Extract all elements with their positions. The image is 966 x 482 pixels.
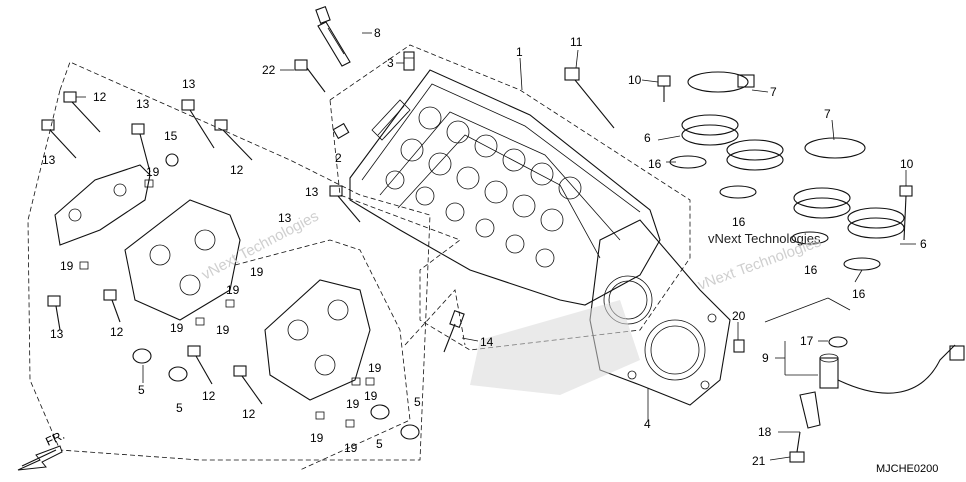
callout-16-a: 16 <box>648 157 662 171</box>
callout-3: 3 <box>387 56 394 70</box>
bolt-12-c <box>103 289 121 323</box>
callout-17: 17 <box>800 334 814 348</box>
bolt-13-b <box>131 123 151 173</box>
bolt-12-d <box>187 345 213 385</box>
sensor-group-line-2 <box>827 297 851 311</box>
sensor-group-line <box>764 297 829 323</box>
callout-19-d: 19 <box>226 283 240 297</box>
callout-10-lower: 10 <box>900 157 914 171</box>
seals-5 <box>132 348 420 440</box>
rocker-group-boundary <box>27 61 431 461</box>
callout-6-lower: 6 <box>920 237 927 251</box>
bolt-22 <box>294 59 326 93</box>
callout-19-b: 19 <box>60 259 74 273</box>
callout-19-f: 19 <box>368 361 382 375</box>
callout-19-h: 19 <box>310 431 324 445</box>
callout-12-e: 12 <box>242 407 256 421</box>
callout-19-g: 19 <box>346 397 360 411</box>
callout-8: 8 <box>374 26 381 40</box>
callout-19-e2: 19 <box>216 323 230 337</box>
callout-4: 4 <box>644 417 651 431</box>
insulator-upper <box>669 71 784 199</box>
bolt-13-d <box>329 185 361 223</box>
dowel-2 <box>332 122 350 140</box>
callout-13-b: 13 <box>136 97 150 111</box>
callout-13-f: 13 <box>50 327 64 341</box>
dowel-3 <box>403 51 415 71</box>
callout-16-b: 16 <box>732 215 746 229</box>
head-gasket <box>470 219 731 406</box>
pins-19 <box>79 179 375 428</box>
bolt-10-upper <box>657 75 671 102</box>
dowel-15 <box>165 153 179 167</box>
bolt-13-c <box>181 99 215 149</box>
callout-12-d: 12 <box>202 389 216 403</box>
bolt-11 <box>564 67 615 129</box>
callout-13-e: 13 <box>278 211 292 225</box>
callout-5-b: 5 <box>176 401 183 415</box>
callout-7-upper: 7 <box>770 85 777 99</box>
leader-lines <box>76 32 916 461</box>
callout-7-lower: 7 <box>824 107 831 121</box>
plug-20 <box>733 339 745 353</box>
callout-20: 20 <box>732 309 746 323</box>
stud-14 <box>443 310 465 353</box>
callout-5-a: 5 <box>138 383 145 397</box>
callout-21: 21 <box>752 454 766 468</box>
callout-5-c: 5 <box>414 395 421 409</box>
watermark-right: vNext Technologies <box>708 231 821 246</box>
callout-9: 9 <box>762 351 769 365</box>
bolt-13-a <box>41 119 77 159</box>
callout-22: 22 <box>262 63 276 77</box>
callout-6-upper: 6 <box>644 131 651 145</box>
spark-plug <box>315 6 351 67</box>
callout-14: 14 <box>480 335 494 349</box>
bolt-13-e <box>47 295 61 331</box>
callout-13-c: 13 <box>42 153 56 167</box>
callout-2: 2 <box>335 151 342 165</box>
callout-16-d: 16 <box>852 287 866 301</box>
callout-12-b: 12 <box>230 163 244 177</box>
diagram-reference-code: MJCHE0200 <box>876 463 938 475</box>
rocker-holder-lower <box>264 279 371 401</box>
callout-5-d: 5 <box>376 437 383 451</box>
lower-rocker-boundary <box>234 239 411 471</box>
front-direction-label: FR. <box>43 428 66 449</box>
callout-18: 18 <box>758 425 772 439</box>
cam-sensor <box>789 336 965 463</box>
callout-13-a: 13 <box>182 77 196 91</box>
front-direction-arrow-icon <box>17 445 63 471</box>
camshaft-bores <box>385 106 582 268</box>
callout-19-c: 19 <box>250 265 264 279</box>
callout-19-a: 19 <box>146 165 160 179</box>
callout-19-g2: 19 <box>364 389 378 403</box>
callout-12-c: 12 <box>110 325 124 339</box>
callout-19-i: 19 <box>344 441 358 455</box>
rocker-holder-upper-left <box>54 164 151 246</box>
callout-15: 15 <box>164 129 178 143</box>
callout-1: 1 <box>516 45 523 59</box>
callout-13-d: 13 <box>305 185 319 199</box>
callout-16-c: 16 <box>804 263 818 277</box>
lower-left-boundary <box>404 289 466 346</box>
rocker-holder-mid-left <box>124 199 241 321</box>
head-group-boundary <box>329 44 691 351</box>
bolt-12-e <box>233 365 263 405</box>
bolt-12-b <box>214 119 253 161</box>
callout-19-e: 19 <box>170 321 184 335</box>
insulator-lower <box>791 137 905 271</box>
cylinder-head <box>349 69 661 306</box>
callout-10-upper: 10 <box>628 73 642 87</box>
callout-12-a: 12 <box>93 90 107 104</box>
callout-11: 11 <box>570 35 583 49</box>
